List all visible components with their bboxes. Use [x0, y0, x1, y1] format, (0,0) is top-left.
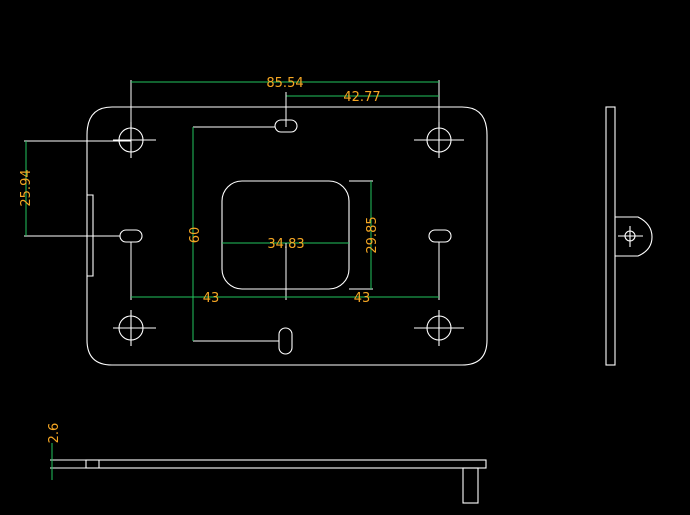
slot-left	[119, 229, 143, 243]
slot-bottom	[278, 327, 293, 355]
dim-bolt-offset: 25.94	[19, 169, 34, 206]
front-view	[86, 106, 488, 366]
bolt-hole-top-left	[113, 122, 156, 158]
bottom-view-boss	[462, 467, 479, 504]
bolt-hole-bottom-left	[113, 310, 156, 346]
dim-overall-width: 85.54	[266, 76, 303, 91]
side-view	[605, 106, 653, 366]
side-view-boss	[615, 216, 653, 257]
dim-right-half: 43	[354, 291, 371, 306]
dim-left-half: 43	[203, 291, 220, 306]
dim-slot-span: 60	[188, 227, 203, 244]
dim-port-height: 29.85	[365, 216, 380, 253]
bolt-hole-bottom-right	[414, 310, 464, 346]
dimensions-front: 85.54 42.77 25.94 60 34.83 29.85 43 43	[19, 76, 440, 342]
slot-right	[428, 229, 452, 243]
dim-thickness: 2.6	[47, 423, 62, 444]
dim-half-width: 42.77	[343, 90, 380, 105]
plate-outline	[86, 106, 488, 366]
bottom-view: 2.6	[47, 423, 487, 504]
side-view-plate	[605, 106, 616, 366]
bottom-view-plate	[85, 459, 487, 469]
